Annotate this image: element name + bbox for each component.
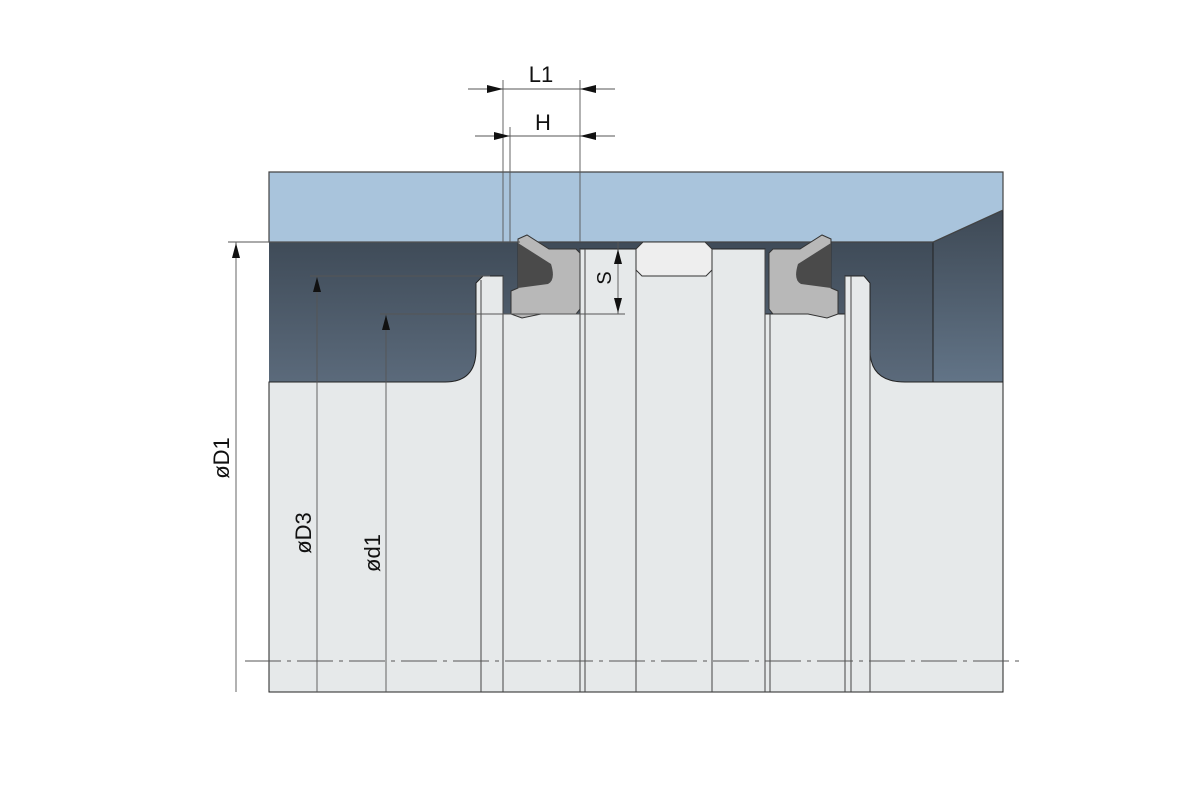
label-S: S (594, 271, 616, 284)
cylinder-bore (268, 171, 1004, 243)
label-d1: ød1 (360, 534, 385, 572)
label-L1: L1 (529, 62, 553, 87)
seal-right (768, 234, 839, 319)
guide-ring (635, 241, 713, 277)
dimension-arrows (232, 85, 622, 330)
piston-lines (480, 249, 871, 692)
label-D1: øD1 (209, 437, 234, 479)
label-H: H (535, 110, 551, 135)
label-D3: øD3 (291, 512, 316, 554)
